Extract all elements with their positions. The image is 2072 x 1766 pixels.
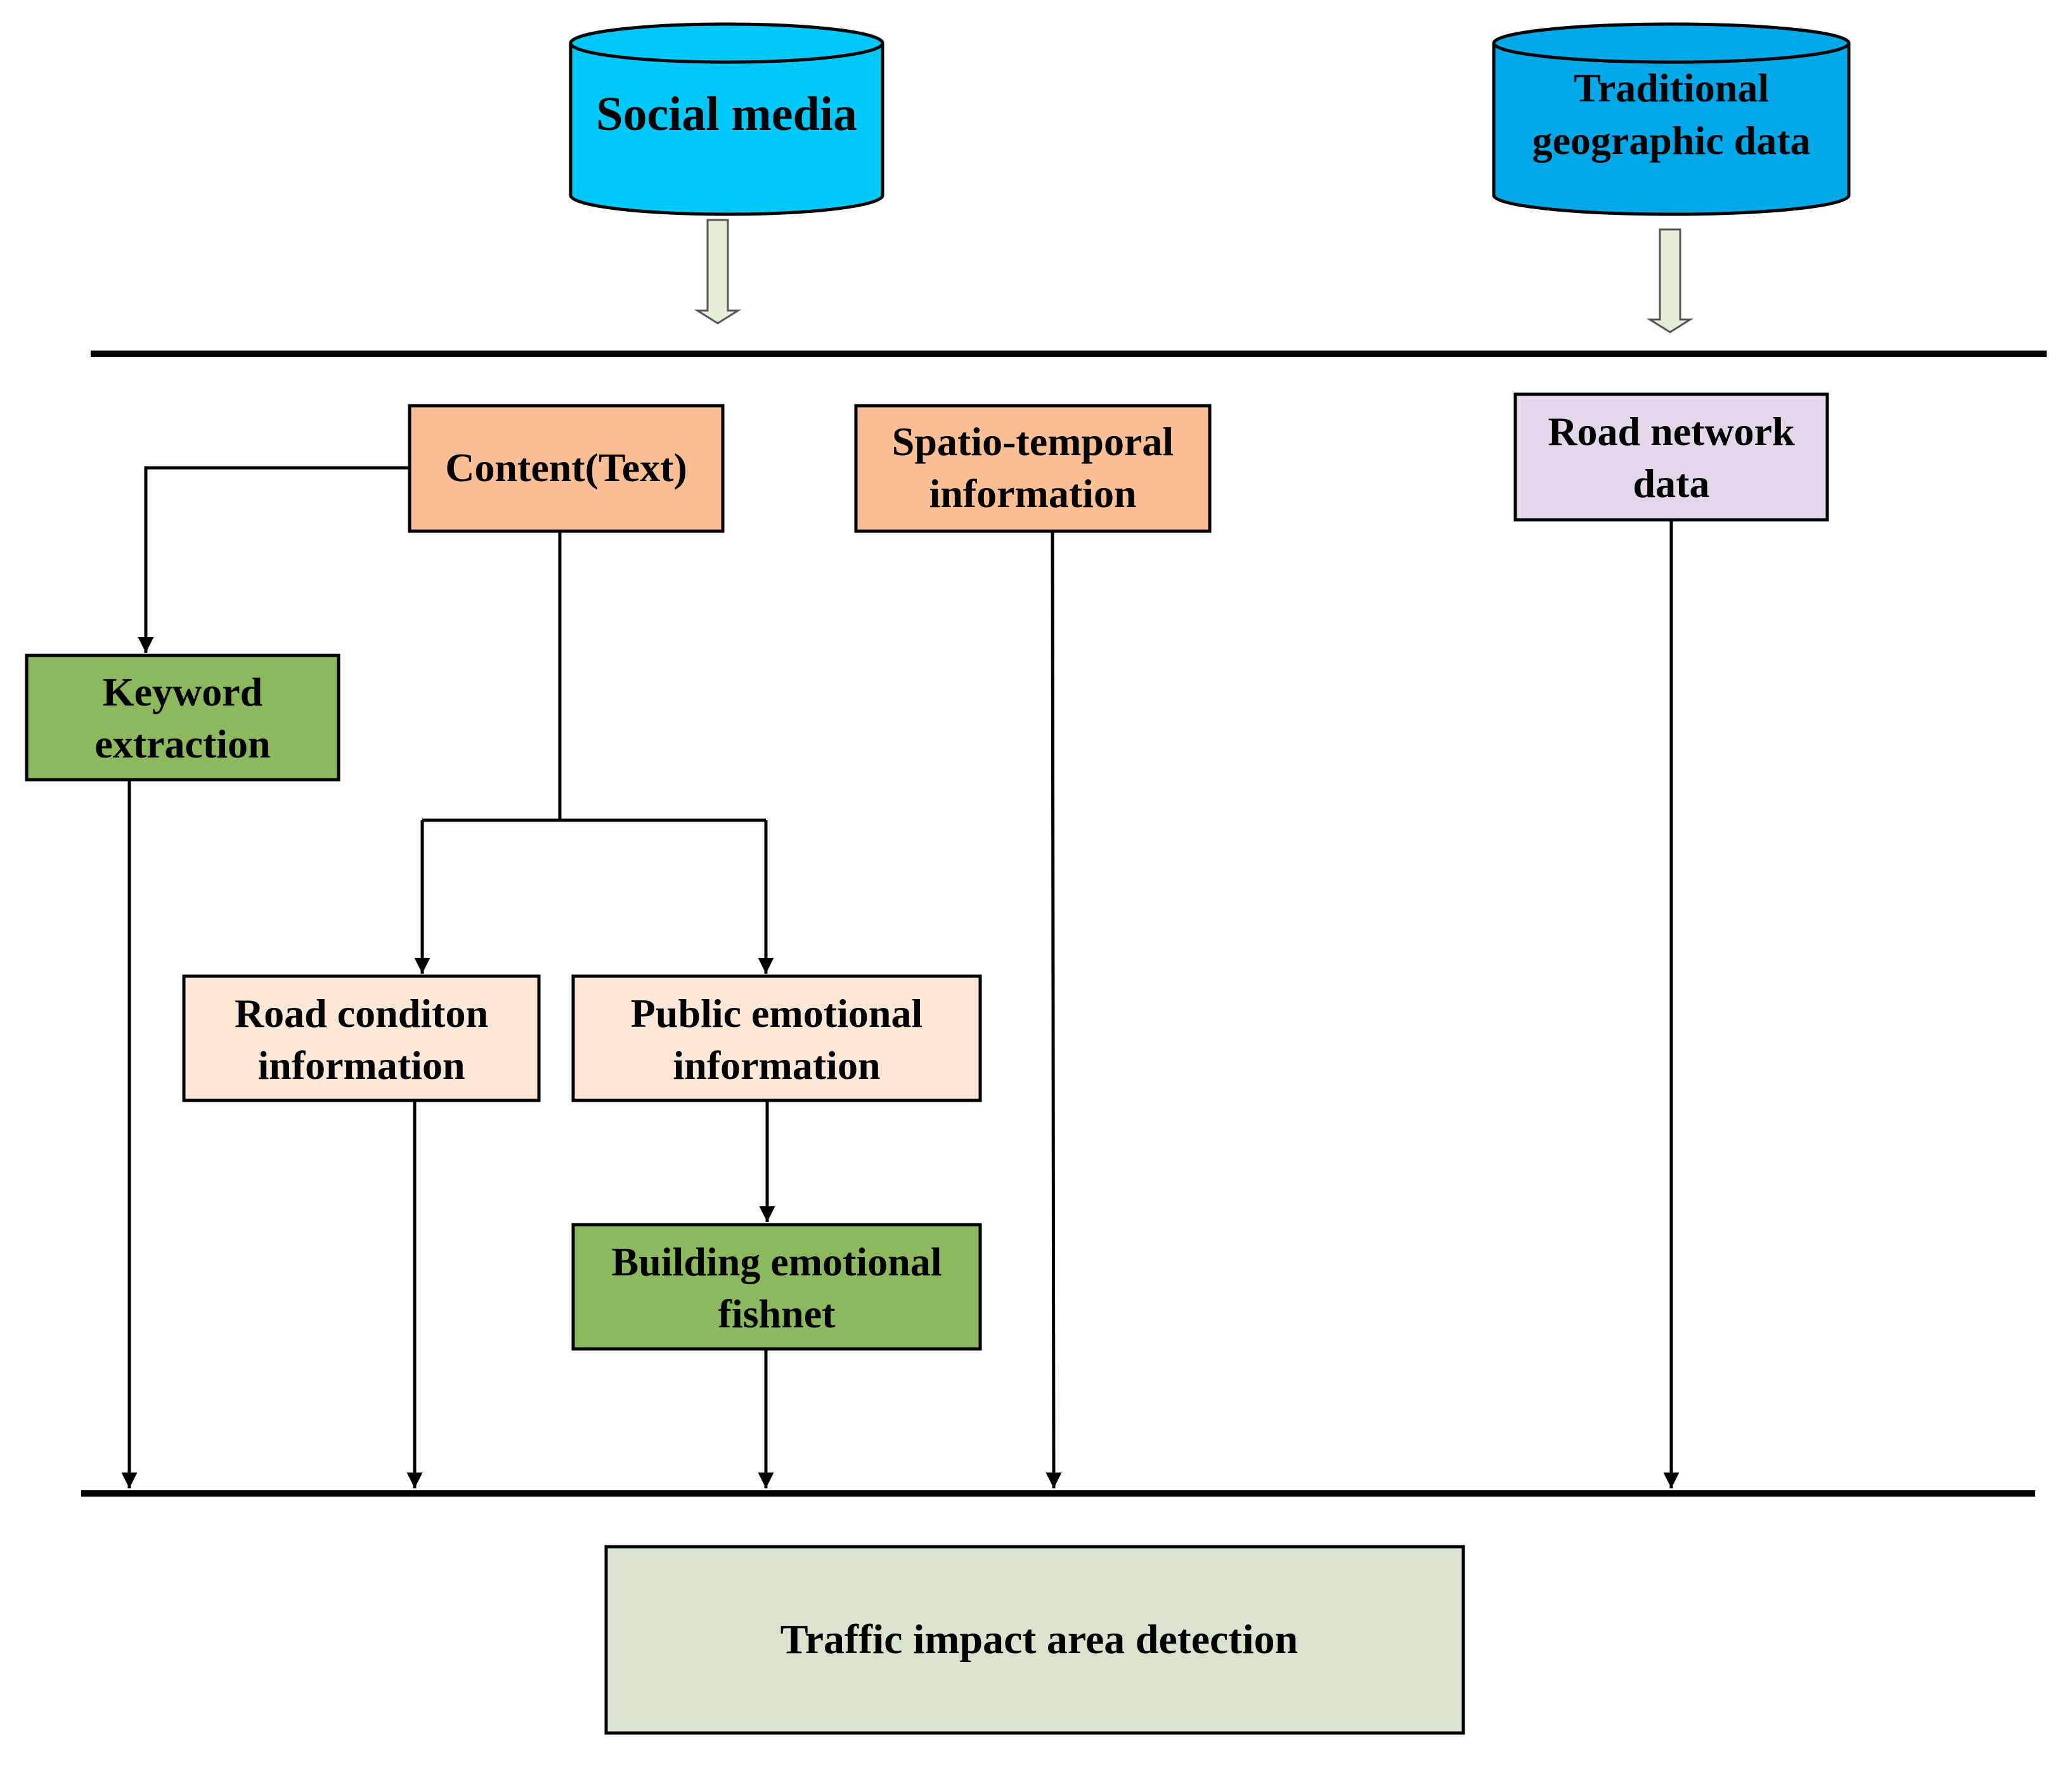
road-condition-label-line2: information xyxy=(257,1043,465,1088)
spatio-temporal-label-line2: information xyxy=(929,471,1136,516)
road-network-label-line2: data xyxy=(1633,461,1710,506)
emotional-fishnet-box xyxy=(571,1223,982,1351)
social-media-database-icon: Social media xyxy=(569,22,884,216)
spatio-temporal-label-line1: Spatio-temporal xyxy=(892,419,1174,464)
traditional-down-arrow xyxy=(1646,228,1694,333)
road-condition-label-line1: Road conditon xyxy=(235,991,488,1036)
content-text-box xyxy=(408,404,725,533)
spatio-temporal-box xyxy=(854,404,1212,533)
emotional-fishnet-label-line1: Building emotional xyxy=(612,1239,942,1284)
public-emotional-label-line1: Public emotional xyxy=(631,991,923,1036)
content-text-label: Content(Text) xyxy=(445,445,687,490)
emotional-fishnet-label-line2: fishnet xyxy=(718,1291,836,1336)
social-media-down-arrow xyxy=(694,219,742,325)
social-media-label: Social media xyxy=(596,87,857,141)
public-emotional-box xyxy=(571,974,982,1102)
traffic-impact-detection-box xyxy=(604,1545,1465,1735)
traditional-cylinder-top xyxy=(1492,22,1851,64)
social-media-cylinder-body xyxy=(569,43,884,216)
content-to-keyword-arrow xyxy=(138,466,410,653)
social-media-cylinder-top xyxy=(569,22,884,64)
traditional-label-line1: Traditional xyxy=(1574,65,1769,110)
keyword-extraction-label-line2: extraction xyxy=(94,721,270,766)
traditional-label-line2: geographic data xyxy=(1532,118,1810,163)
keyword-extraction-label-line1: Keyword xyxy=(103,669,262,714)
public-emotional-label-line2: information xyxy=(673,1043,880,1088)
keyword-extraction-box xyxy=(25,654,340,782)
road-network-label-line1: Road network xyxy=(1548,409,1795,454)
road-condition-box xyxy=(182,974,541,1102)
traffic-impact-detection-label: Traffic impact area detection xyxy=(780,1616,1298,1663)
traditional-cylinder-body xyxy=(1492,43,1851,216)
traditional-geographic-database-icon: Traditional geographic data xyxy=(1492,22,1851,216)
spatio-temporal-to-bottom-arrow xyxy=(1046,531,1062,1489)
road-network-box xyxy=(1513,392,1829,522)
